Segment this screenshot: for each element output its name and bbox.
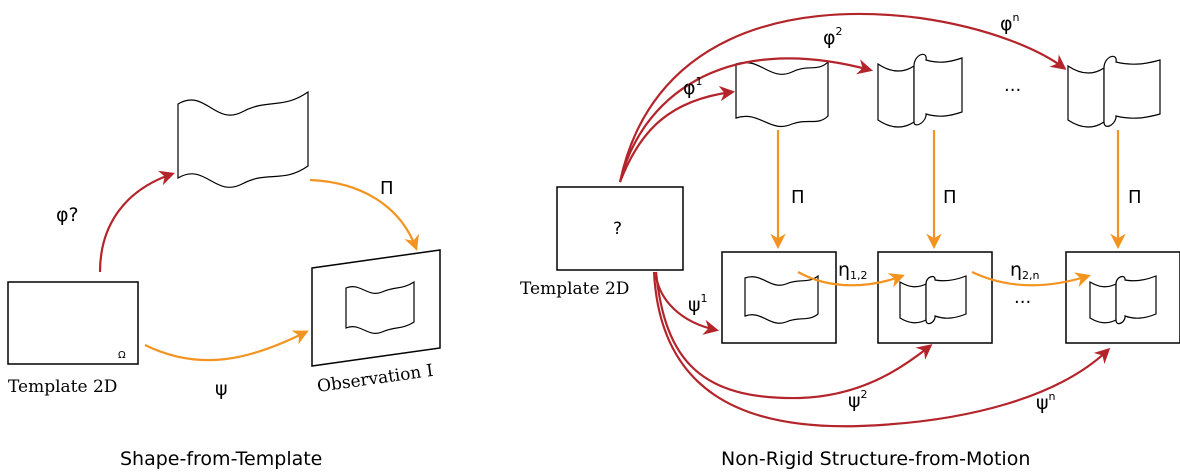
left-phi-label: φ? xyxy=(56,204,79,226)
right-frame-n-shape xyxy=(1089,275,1157,325)
right-frame-2-shape xyxy=(899,275,967,325)
right-phin-arrow xyxy=(618,12,1067,183)
right-eta12-arrow xyxy=(797,271,905,288)
right-template-label: Template 2D xyxy=(520,279,629,299)
right-phi2-arrow xyxy=(618,57,873,183)
right-ellipsis-bottom: ··· xyxy=(1014,292,1031,313)
left-3d-surface xyxy=(177,90,309,188)
right-ellipsis-top: ··· xyxy=(1004,80,1021,101)
right-3d-shape-1 xyxy=(735,60,829,127)
right-psi2-arrow xyxy=(654,271,933,400)
right-template-box xyxy=(556,186,684,271)
right-frame-1-shape xyxy=(744,274,819,324)
right-eta2n-arrow xyxy=(971,271,1091,288)
right-eta12-label: η1,2 xyxy=(838,259,868,282)
right-pi-label-1: Π xyxy=(791,187,805,208)
left-observation-shape xyxy=(345,280,415,334)
right-phi1-label: φ1 xyxy=(683,75,703,99)
right-phin-label: φn xyxy=(1000,11,1020,35)
right-phi1-arrow xyxy=(618,85,736,183)
right-panel: ? Template 2D ··· ··· φ1 xyxy=(520,11,1180,470)
right-psi2-label: ψ2 xyxy=(848,388,868,412)
right-pi-label-2: Π xyxy=(943,187,957,208)
left-phi-arrow xyxy=(98,170,175,273)
right-psin-label: ψn xyxy=(1036,390,1056,414)
left-pi-arrow xyxy=(309,178,419,251)
left-caption: Shape-from-Template xyxy=(120,448,322,470)
left-psi-arrow xyxy=(144,330,309,362)
right-caption: Non-Rigid Structure-from-Motion xyxy=(721,448,1030,470)
left-pi-label: Π xyxy=(380,178,394,199)
left-omega-label: Ω xyxy=(118,350,126,361)
right-3d-shape-n xyxy=(1067,55,1161,128)
right-phi2-label: φ2 xyxy=(823,25,843,49)
right-3d-shape-2 xyxy=(877,53,963,128)
left-panel: Ω Template 2D φ? Π ψ Observation I Shape… xyxy=(7,90,441,470)
right-unknown-label: ? xyxy=(613,219,622,239)
right-eta2n-label: η2,n xyxy=(1010,259,1040,282)
left-template-box xyxy=(7,281,139,365)
right-psi1-label: ψ1 xyxy=(688,292,708,316)
right-psin-arrow xyxy=(652,271,1111,428)
left-psi-label: ψ xyxy=(215,378,228,400)
left-template-label: Template 2D xyxy=(8,377,117,397)
right-pi-label-n: Π xyxy=(1128,187,1142,208)
left-observation-label: Observation I xyxy=(316,361,435,397)
